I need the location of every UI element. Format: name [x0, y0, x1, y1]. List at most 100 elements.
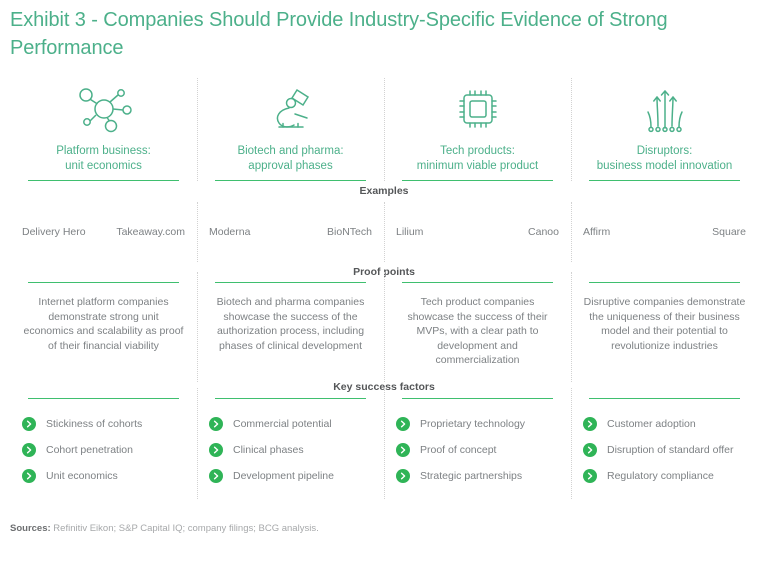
chevron-right-circle-icon	[396, 443, 410, 457]
list-item: Disruption of standard offer	[583, 437, 746, 463]
example-company: Canoo	[528, 226, 559, 238]
key-factor-label: Regulatory compliance	[607, 470, 714, 482]
example-company: Delivery Hero	[22, 226, 86, 238]
column-rule	[215, 180, 366, 181]
network-nodes-icon	[22, 82, 185, 136]
column-title-line2: business model innovation	[596, 160, 733, 172]
proof-point-disruptors: Disruptive companies demonstrate the uni…	[571, 272, 758, 381]
key-factor-label: Cohort penetration	[46, 444, 133, 456]
proof-point-text: Tech product companies showcase the succ…	[407, 296, 548, 366]
proof-point-platform-business: Internet platform companies demonstrate …	[10, 276, 197, 368]
list-item: Development pipeline	[209, 463, 372, 489]
list-item: Stickiness of cohorts	[22, 411, 185, 437]
proof-point-text: Disruptive companies demonstrate the uni…	[583, 296, 746, 352]
chevron-right-circle-icon	[583, 443, 597, 457]
column-header-disruptors: Disruptors: business model innovation	[571, 78, 758, 181]
key-factor-list: Proprietary technology Proof of concept …	[396, 411, 559, 489]
key-factor-label: Unit economics	[46, 470, 118, 482]
proof-points-row: Internet platform companies demonstrate …	[10, 272, 758, 381]
column-rule	[28, 180, 179, 181]
example-company: Takeaway.com	[116, 226, 185, 238]
column-header-platform-business: Platform business: unit economics	[10, 82, 197, 181]
chevron-right-circle-icon	[22, 443, 36, 457]
examples-row: Delivery Hero Takeaway.com Moderna BioNT…	[10, 202, 758, 262]
example-company: Moderna	[209, 226, 251, 238]
column-rule	[402, 180, 553, 181]
key-factor-label: Commercial potential	[233, 418, 332, 430]
key-factor-list: Commercial potential Clinical phases Dev…	[209, 411, 372, 489]
column-title-disruptors: Disruptors: business model innovation	[583, 144, 746, 174]
column-title-line1: Biotech and pharma:	[237, 145, 344, 157]
column-title-line2: minimum viable product	[416, 160, 539, 172]
list-item: Strategic partnerships	[396, 463, 559, 489]
key-factors-tech-products: Proprietary technology Proof of concept …	[384, 388, 571, 499]
section-rule	[589, 282, 740, 283]
chevron-right-circle-icon	[22, 417, 36, 431]
column-title-biotech-pharma: Biotech and pharma: approval phases	[209, 144, 372, 174]
proof-point-text: Internet platform companies demonstrate …	[23, 296, 184, 352]
chevron-right-circle-icon	[209, 443, 223, 457]
chevron-right-circle-icon	[209, 417, 223, 431]
column-header-biotech-pharma: Biotech and pharma: approval phases	[197, 78, 384, 181]
column-title-tech-products: Tech products: minimum viable product	[396, 144, 559, 174]
section-rule	[215, 398, 366, 399]
key-factors-disruptors: Customer adoption Disruption of standard…	[571, 388, 758, 499]
list-item: Commercial potential	[209, 411, 372, 437]
list-item: Cohort penetration	[22, 437, 185, 463]
microscope-icon	[209, 82, 372, 136]
list-item: Customer adoption	[583, 411, 746, 437]
list-item: Proof of concept	[396, 437, 559, 463]
key-factor-label: Strategic partnerships	[420, 470, 523, 482]
growth-arrows-icon	[583, 82, 746, 136]
examples-platform-business: Delivery Hero Takeaway.com	[10, 202, 197, 262]
column-title-line1: Tech products:	[440, 145, 515, 157]
section-rule	[215, 282, 366, 283]
section-label-examples: Examples	[359, 185, 409, 197]
key-factor-label: Development pipeline	[233, 470, 334, 482]
key-factors-biotech-pharma: Commercial potential Clinical phases Dev…	[197, 388, 384, 499]
sources-label: Sources:	[10, 523, 51, 534]
proof-point-tech-products: Tech product companies showcase the succ…	[384, 272, 571, 381]
column-title-platform-business: Platform business: unit economics	[22, 144, 185, 174]
example-company: Affirm	[583, 226, 611, 238]
list-item: Unit economics	[22, 463, 185, 489]
column-title-line2: approval phases	[248, 160, 333, 172]
key-factor-label: Customer adoption	[607, 418, 696, 430]
example-company: BioNTech	[327, 226, 372, 238]
chevron-right-circle-icon	[22, 469, 36, 483]
list-item: Proprietary technology	[396, 411, 559, 437]
list-item: Regulatory compliance	[583, 463, 746, 489]
examples-disruptors: Affirm Square	[571, 202, 758, 262]
column-title-line2: unit economics	[65, 160, 142, 172]
key-factor-list: Customer adoption Disruption of standard…	[583, 411, 746, 489]
chevron-right-circle-icon	[583, 417, 597, 431]
column-title-line1: Platform business:	[56, 145, 151, 157]
column-rule	[589, 180, 740, 181]
key-factor-label: Disruption of standard offer	[607, 444, 734, 456]
column-title-line1: Disruptors:	[636, 145, 693, 157]
microchip-icon	[396, 82, 559, 136]
chevron-right-circle-icon	[396, 469, 410, 483]
example-company: Square	[712, 226, 746, 238]
section-rule	[402, 282, 553, 283]
key-factor-label: Stickiness of cohorts	[46, 418, 143, 430]
column-headers: Platform business: unit economics Biotec…	[10, 78, 758, 181]
key-factor-label: Proprietary technology	[420, 418, 526, 430]
chevron-right-circle-icon	[209, 469, 223, 483]
section-rule	[402, 398, 553, 399]
section-label-key-success-factors: Key success factors	[333, 381, 435, 393]
column-header-tech-products: Tech products: minimum viable product	[384, 78, 571, 181]
key-success-factors-row: Stickiness of cohorts Cohort penetration…	[10, 388, 758, 499]
key-factors-platform-business: Stickiness of cohorts Cohort penetration…	[10, 392, 197, 489]
section-label-proof-points: Proof points	[353, 266, 415, 278]
examples-tech-products: Lilium Canoo	[384, 202, 571, 262]
key-factor-label: Proof of concept	[420, 444, 497, 456]
key-factor-label: Clinical phases	[233, 444, 304, 456]
proof-point-biotech-pharma: Biotech and pharma companies showcase th…	[197, 272, 384, 381]
examples-biotech-pharma: Moderna BioNTech	[197, 202, 384, 262]
chevron-right-circle-icon	[583, 469, 597, 483]
section-rule	[28, 398, 179, 399]
key-factor-list: Stickiness of cohorts Cohort penetration…	[22, 411, 185, 489]
sources-text: Refinitiv Eikon; S&P Capital IQ; company…	[53, 523, 319, 534]
